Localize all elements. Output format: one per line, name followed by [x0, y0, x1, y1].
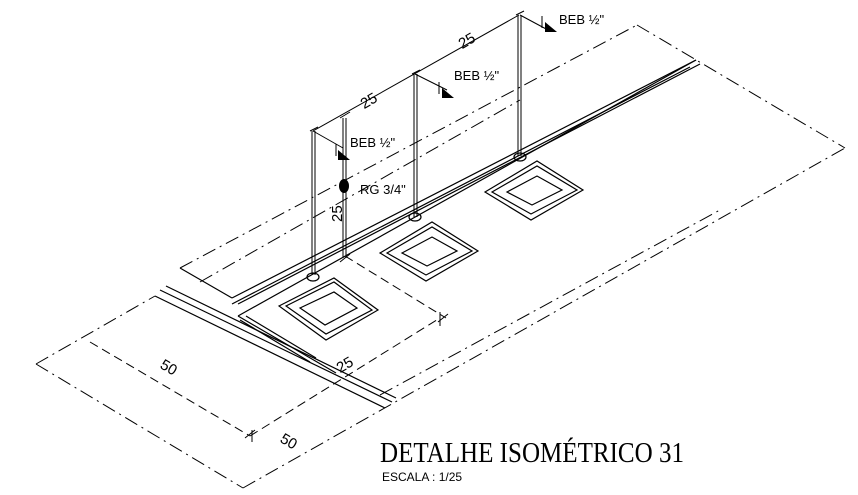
label-beb-2: BEB ½": [454, 68, 499, 83]
fixture-1: [277, 277, 380, 341]
label-beb-3: BEB ½": [559, 12, 604, 27]
dimension-top-left: 25: [358, 90, 381, 113]
fixture-2: [378, 221, 480, 282]
dimension-vertical: 25: [329, 205, 346, 222]
dimension-left-50: 50: [157, 356, 180, 379]
dimension-horizontal-mid: 25: [334, 354, 357, 377]
channel-lines: [154, 59, 701, 409]
pipe-floor-points: [306, 152, 527, 282]
dimension-ticks: [244, 253, 449, 442]
valve-icon: [545, 22, 557, 32]
drawing-scale: ESCALA : 1/25: [382, 470, 462, 484]
valve-icon: [338, 150, 350, 160]
inner-wall-outline: [239, 315, 317, 363]
label-beb-1: BEB ½": [350, 135, 395, 150]
register-icon: [339, 179, 349, 193]
wall-lines: [89, 99, 721, 437]
valve-icon: [442, 88, 454, 98]
dimension-top-right: 25: [456, 30, 479, 53]
fixture-3: [483, 160, 585, 221]
drawing-title: DETALHE ISOMÉTRICO 31: [380, 436, 684, 469]
label-rg: RG 3/4": [360, 182, 406, 197]
vertical-pipes: [311, 15, 522, 275]
top-pipe-runs: [309, 10, 549, 149]
valve-symbols: [335, 16, 557, 193]
slab-boundary: [35, 24, 846, 489]
dimension-bottom-50: 50: [277, 430, 300, 453]
